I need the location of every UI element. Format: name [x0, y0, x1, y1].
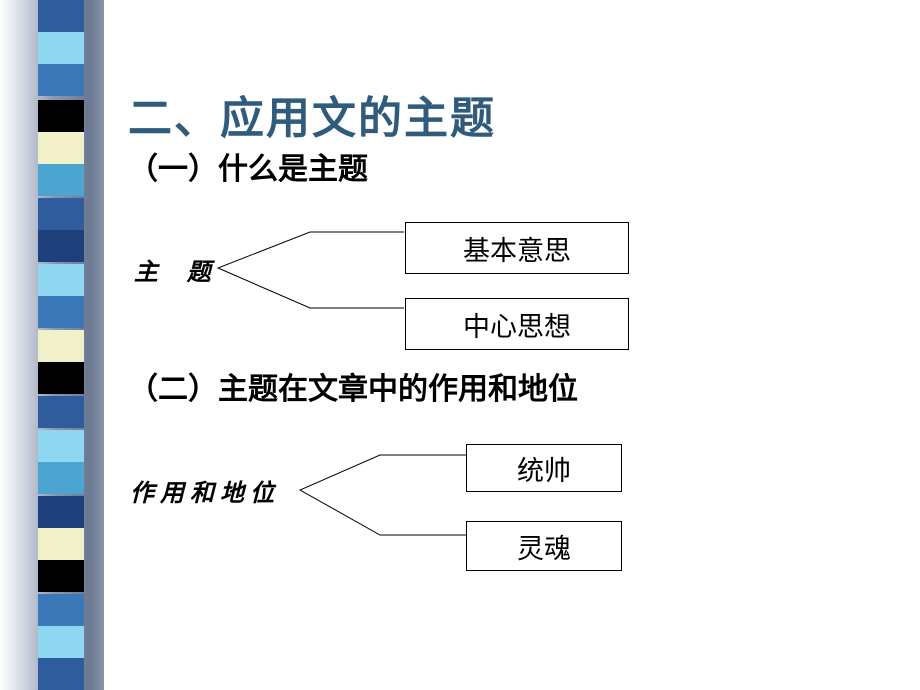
section2-root-label: 作用和地位 — [130, 479, 280, 507]
stripe-block — [38, 362, 84, 394]
decorative-stripe-bar — [0, 0, 104, 690]
stripe-block — [38, 164, 84, 196]
stripe-block — [38, 330, 84, 362]
branch-box: 灵魂 — [466, 521, 622, 571]
slide-title: 二、应用文的主题 — [128, 93, 496, 144]
branch-box: 统帅 — [466, 444, 622, 492]
branch-box: 中心思想 — [405, 298, 629, 350]
stripe-block — [38, 132, 84, 164]
branch-label: 统帅 — [517, 455, 571, 487]
stripe-block — [38, 658, 84, 690]
section2-heading: （二）主题在文章中的作用和地位 — [128, 372, 578, 407]
stripe-block — [38, 64, 84, 96]
stripe-block — [38, 462, 84, 494]
branch-label: 灵魂 — [517, 533, 571, 565]
stripe-block — [38, 594, 84, 626]
branch-box: 基本意思 — [405, 222, 629, 274]
stripe-block — [38, 496, 84, 528]
branch-label: 基本意思 — [463, 235, 571, 267]
stripe-block — [38, 626, 84, 658]
section2-bracket-line — [298, 454, 466, 536]
stripe-block — [38, 560, 84, 592]
branch-label: 中心思想 — [463, 311, 571, 343]
stripe-block — [38, 528, 84, 560]
stripe-block — [38, 264, 84, 296]
stripe-block — [38, 230, 84, 262]
stripe-block — [38, 430, 84, 462]
stripe-block — [38, 296, 84, 328]
stripe-block — [38, 0, 84, 32]
section1-bracket-line — [216, 231, 404, 309]
stripe-block — [38, 32, 84, 64]
section1-heading: （一）什么是主题 — [128, 152, 368, 187]
stripe-block — [38, 100, 84, 132]
stripe-block — [38, 198, 84, 230]
section1-root-label: 主 题 — [134, 258, 215, 286]
stripe-block — [38, 396, 84, 428]
